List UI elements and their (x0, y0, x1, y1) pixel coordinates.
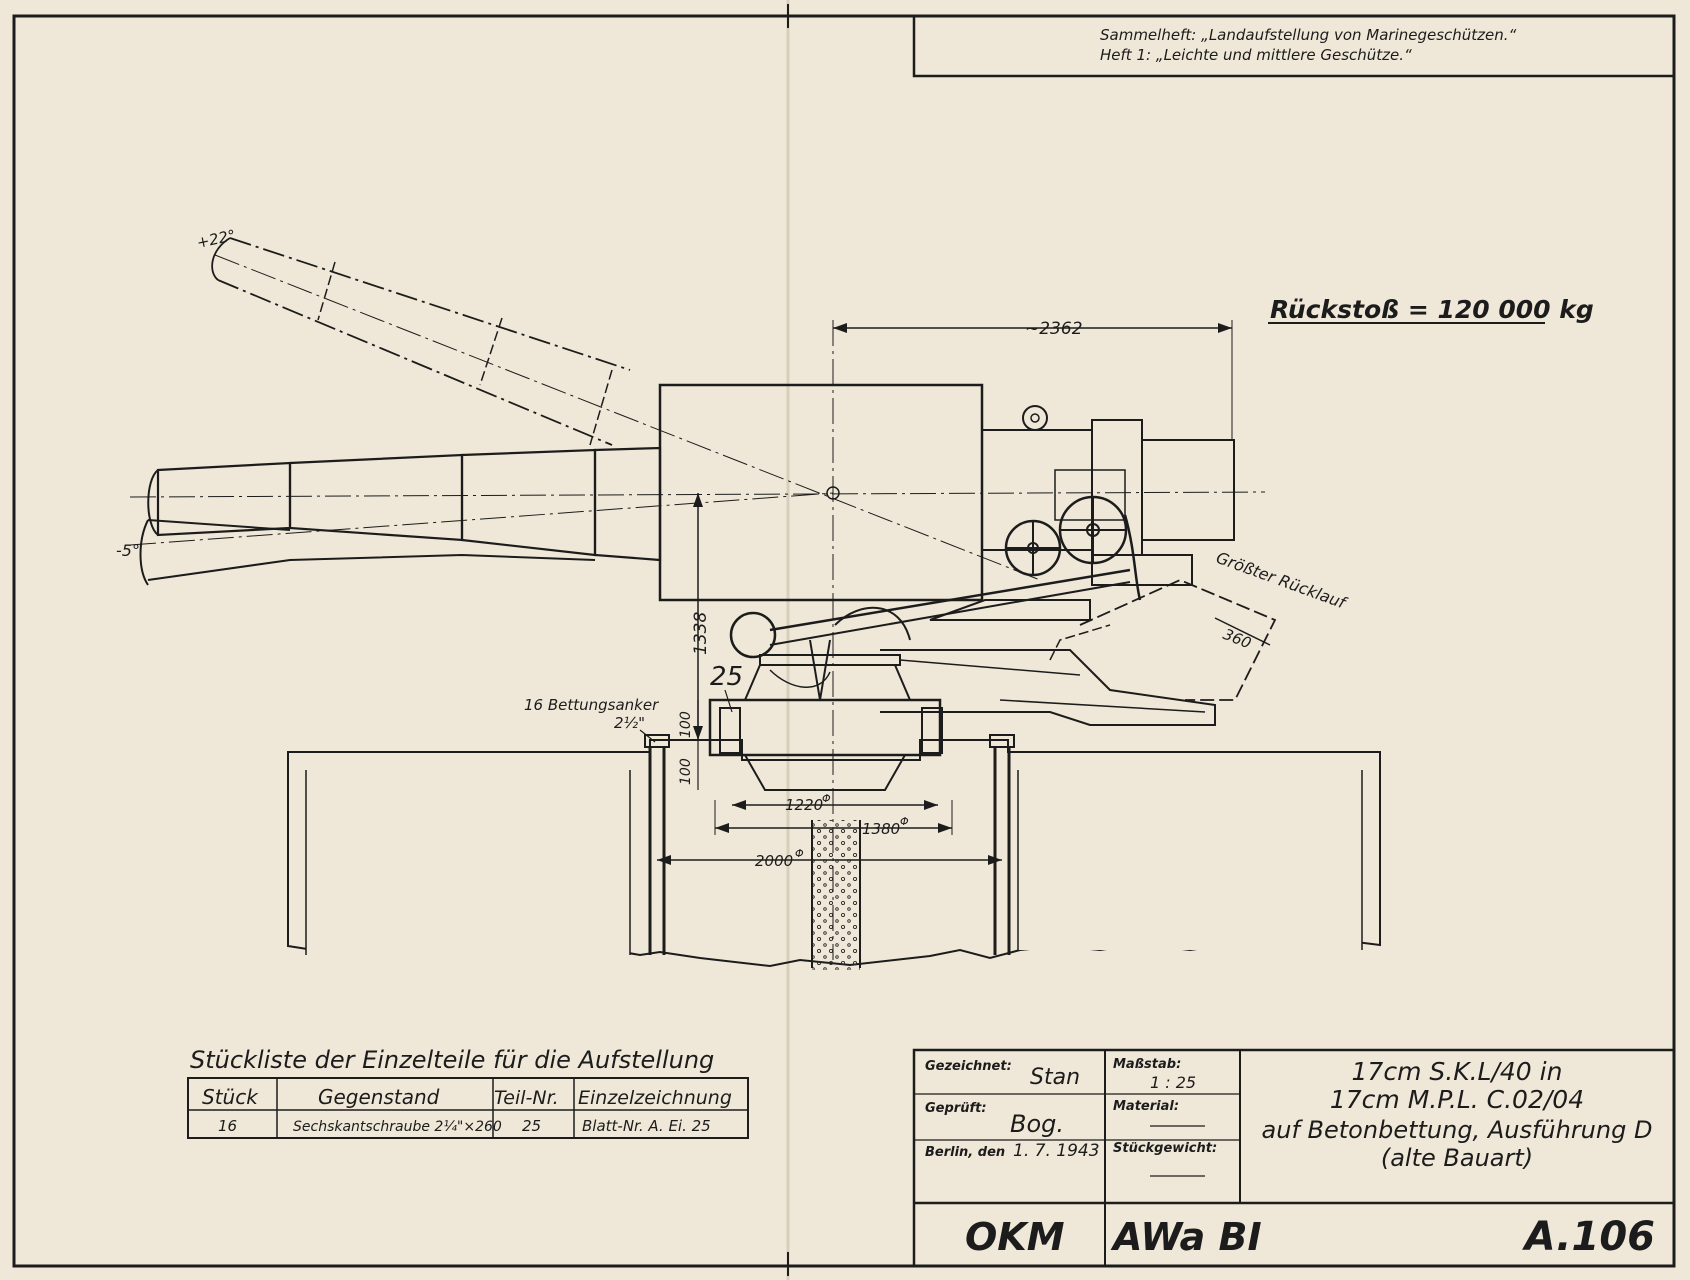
table-cell: 25 (522, 1117, 541, 1135)
checked-by-label: Geprüft: (925, 1101, 987, 1116)
dim-span-text: ~2362 (1025, 319, 1083, 339)
col-header-qty: Stück (202, 1085, 259, 1109)
dim-2000-text: 2000 (755, 852, 793, 870)
anchors-label-line1: 16 Bettungsanker (524, 696, 659, 714)
phi-symbol: Φ (900, 815, 909, 828)
anchor-label: 16 Bettungsanker 2½" 25 (524, 662, 743, 743)
drawn-by-label: Gezeichnet: (925, 1059, 1012, 1074)
phi-symbol: Φ (822, 792, 831, 805)
drawing-number: A.106 (1522, 1214, 1655, 1260)
max-recoil-phantom (1049, 579, 1277, 701)
anchor-bolts (644, 734, 1015, 955)
recoil-force-text: Rückstoß = 120 000 kg (1270, 295, 1594, 324)
department-code: AWa BI (1110, 1215, 1262, 1259)
parts-list-title: Stückliste der Einzelteile für die Aufst… (190, 1046, 714, 1074)
recoil-force-label: Rückstoß = 120 000 kg (1268, 295, 1594, 324)
dimension-2000: 2000 Φ (657, 847, 1002, 870)
table-cell: 16 (218, 1117, 237, 1135)
col-header-drawing: Einzelzeichnung (578, 1087, 732, 1109)
parts-list: Stückliste der Einzelteile für die Aufst… (187, 1046, 749, 1139)
scale-label: Maßstab: (1113, 1057, 1181, 1072)
header-line-1: Sammelheft: „Landaufstellung von Marineg… (1100, 26, 1517, 44)
table-cell: Blatt-Nr. A. Ei. 25 (582, 1117, 711, 1135)
org-code: OKM (965, 1215, 1065, 1259)
anchors-label-line2: 2½" (614, 714, 645, 732)
elevating-arm (729, 568, 1131, 701)
depression-angle: -5° (116, 541, 140, 560)
header-box: Sammelheft: „Landaufstellung von Marineg… (912, 14, 1676, 78)
dimension-100: 100 100 (678, 700, 699, 790)
dim-100a-text: 100 (678, 711, 694, 738)
dimension-2362: ~2362 (833, 319, 1233, 440)
place-label: Berlin, den (925, 1145, 1005, 1160)
part-callout: 25 (710, 662, 743, 692)
elevation-handwheels (1004, 495, 1142, 601)
gun-barrel-elevated-phantom (211, 237, 631, 446)
dimension-1220: 1220 Φ (732, 792, 938, 814)
drawing-date: 1. 7. 1943 (1013, 1141, 1100, 1161)
phi-symbol: Φ (795, 847, 804, 860)
drawing-border (12, 14, 1676, 1268)
col-header-partno: Teil-Nr. (494, 1087, 559, 1109)
table-cell: Sechskantschraube 2¼"×260 (293, 1119, 502, 1135)
title-line-2: 17cm M.P.L. C.02/04 (1330, 1085, 1584, 1114)
title-line-3: auf Betonbettung, Ausführung D (1262, 1116, 1653, 1144)
title-line-4: (alte Bauart) (1381, 1144, 1533, 1172)
dimension-1338: 1338 (691, 493, 711, 740)
dim-height-text: 1338 (691, 612, 711, 655)
weight-label: Stückgewicht: (1113, 1141, 1217, 1156)
material-label: Material: (1113, 1099, 1179, 1114)
title-block: Gezeichnet: Stan Geprüft: Bog. Berlin, d… (912, 1048, 1676, 1268)
dim-1380-text: 1380 (862, 820, 900, 838)
dim-1220-text: 1220 (785, 796, 823, 814)
dim-100b-text: 100 (678, 758, 694, 785)
recoil-slide (880, 649, 1216, 726)
drawn-signature: Stan (1030, 1065, 1080, 1090)
scale-value: 1 : 25 (1150, 1073, 1196, 1092)
gun-barrel-depressed (139, 446, 662, 586)
dimension-1380: 1380 Φ (714, 800, 953, 838)
col-header-item: Gegenstand (318, 1085, 440, 1109)
concrete-foundation (287, 739, 1381, 970)
header-line-2: Heft 1: „Leichte und mittlere Geschütze.… (1100, 46, 1412, 64)
checked-signature: Bog. (1010, 1110, 1064, 1138)
title-line-1: 17cm S.K.L/40 in (1352, 1057, 1563, 1086)
